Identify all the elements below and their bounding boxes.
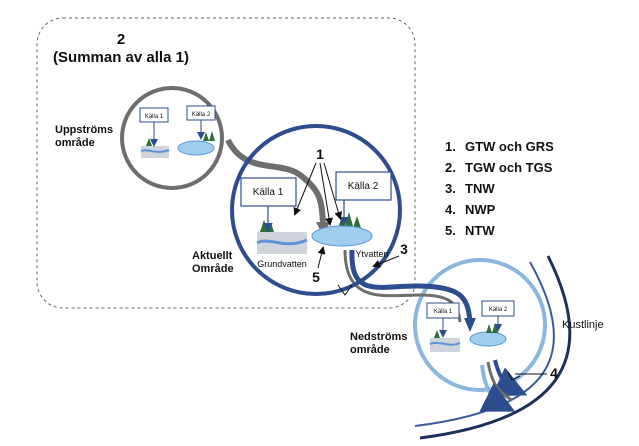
legend-num-1: 1. [445, 139, 456, 154]
coastline-label: Kustlinje [562, 319, 604, 331]
downstream-flow-arrowhead [464, 318, 476, 332]
current-surface-water-label: Ytvatten [355, 249, 388, 259]
legend-num-5: 5. [445, 223, 456, 238]
current-to-downstream-flow [349, 249, 473, 323]
marker-3-bracket [337, 284, 353, 296]
current-source1-box [240, 177, 297, 207]
marker-4-bracket [507, 371, 521, 381]
upstream-label-line1: Uppströms [55, 124, 113, 136]
current-area-circle [230, 124, 402, 296]
downstream-lake-icon [469, 331, 507, 347]
current-label-line2: Område [192, 263, 234, 275]
marker-1: 1 [316, 146, 324, 162]
current-groundwater-label: Grundvatten [257, 259, 307, 269]
current-source2-box [335, 171, 392, 201]
legend-num-3: 3. [445, 181, 456, 196]
coastline-line-inner [414, 261, 555, 427]
marker-5: 5 [312, 269, 320, 285]
downstream-label-line1: Nedströms [350, 331, 407, 343]
region-2-box [36, 17, 416, 309]
legend-text-3: TNW [465, 181, 495, 196]
current-lake-icon [311, 225, 373, 247]
upstream-flow-path [225, 138, 326, 226]
legend: 1. GTW och GRS 2. TGW och TGS 3. TNW 4. … [445, 139, 554, 238]
region-2-sum-label: (Summan av alla 1) [53, 49, 189, 66]
downstream-label-line2: område [350, 344, 390, 356]
legend-num-2: 2. [445, 160, 456, 175]
coastline-line [419, 255, 572, 440]
legend-text-5: NTW [465, 223, 495, 238]
downstream-area-circle [413, 258, 547, 392]
marker-3: 3 [400, 241, 408, 257]
legend-text-1: GTW och GRS [465, 139, 554, 154]
legend-num-4: 4. [445, 202, 456, 217]
downstream-coast-flow-light [479, 364, 516, 412]
downstream-coast-flow-dark [491, 359, 528, 397]
upstream-source2-label: Källa 2 [192, 112, 211, 118]
region-2-number: 2 [117, 31, 125, 48]
current-source2-label: Källa 2 [348, 181, 379, 192]
downstream-source2-label: Källa 2 [489, 307, 508, 313]
legend-text-4: NWP [465, 202, 496, 217]
upstream-lake-icon [177, 140, 215, 156]
marker-4: 4 [550, 365, 558, 381]
upstream-source1-label: Källa 1 [145, 114, 164, 120]
downstream-source1-label: Källa 1 [434, 309, 453, 315]
legend-text-2: TGW och TGS [465, 160, 553, 175]
current-source1-label: Källa 1 [253, 187, 284, 198]
current-label-line1: Aktuellt [192, 250, 233, 262]
upstream-label-line2: område [55, 137, 95, 149]
